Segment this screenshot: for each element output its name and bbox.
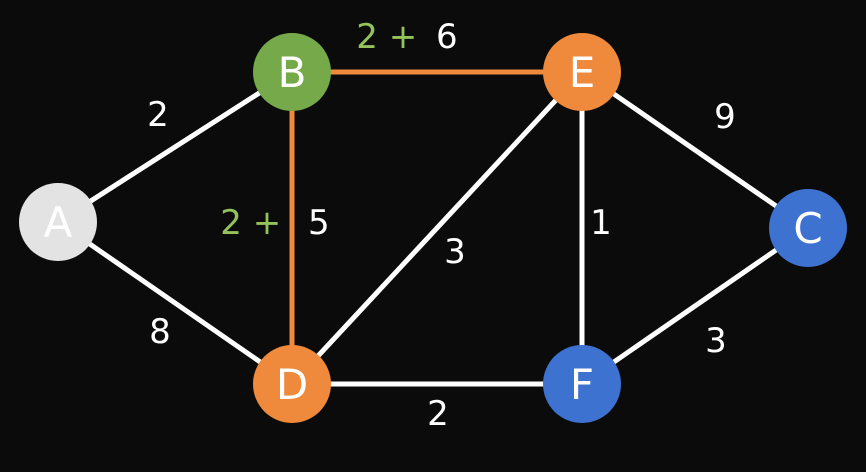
edge-weight-b-d: 2 + 5 bbox=[220, 203, 329, 243]
node-a-label: A bbox=[44, 198, 73, 247]
edge-weight-b-e: 2 + 6 bbox=[356, 17, 457, 57]
node-f: F bbox=[543, 345, 621, 423]
node-d: D bbox=[253, 345, 331, 423]
node-b-circle bbox=[253, 33, 331, 111]
node-e-label: E bbox=[569, 48, 596, 97]
edge-d-e bbox=[289, 69, 585, 387]
edge-weight-a-b: 2 bbox=[147, 95, 169, 135]
edge-weight-f-c: 3 bbox=[705, 321, 727, 361]
node-a-circle bbox=[19, 183, 97, 261]
edge-a-b bbox=[55, 69, 295, 225]
edge-weight-e-c: 9 bbox=[714, 97, 736, 137]
node-e: E bbox=[543, 33, 621, 111]
node-b-label: B bbox=[278, 48, 307, 97]
edge-weight-d-f: 2 bbox=[427, 394, 449, 434]
edge-weight-b-e-prefix: 2 + bbox=[356, 17, 417, 57]
node-c-circle bbox=[769, 189, 847, 267]
edge-weight-b-d-prefix: 2 + bbox=[220, 203, 281, 243]
edge-weight-d-e: 3 bbox=[444, 232, 466, 272]
node-a: A bbox=[19, 183, 97, 261]
node-c-label: C bbox=[793, 204, 822, 253]
edge-e-c bbox=[579, 69, 811, 231]
edge-a-d bbox=[55, 219, 295, 387]
edge-f-c bbox=[579, 225, 811, 387]
node-f-label: F bbox=[570, 360, 594, 409]
node-e-circle bbox=[543, 33, 621, 111]
node-d-circle bbox=[253, 345, 331, 423]
edge-weight-b-d-value: 5 bbox=[308, 203, 330, 243]
edge-weight-e-f: 1 bbox=[590, 203, 612, 243]
node-f-circle bbox=[543, 345, 621, 423]
edge-weight-b-e-value: 6 bbox=[436, 17, 458, 57]
node-d-label: D bbox=[276, 360, 308, 409]
edge-weight-a-d: 8 bbox=[149, 312, 171, 352]
node-c: C bbox=[769, 189, 847, 267]
node-b: B bbox=[253, 33, 331, 111]
